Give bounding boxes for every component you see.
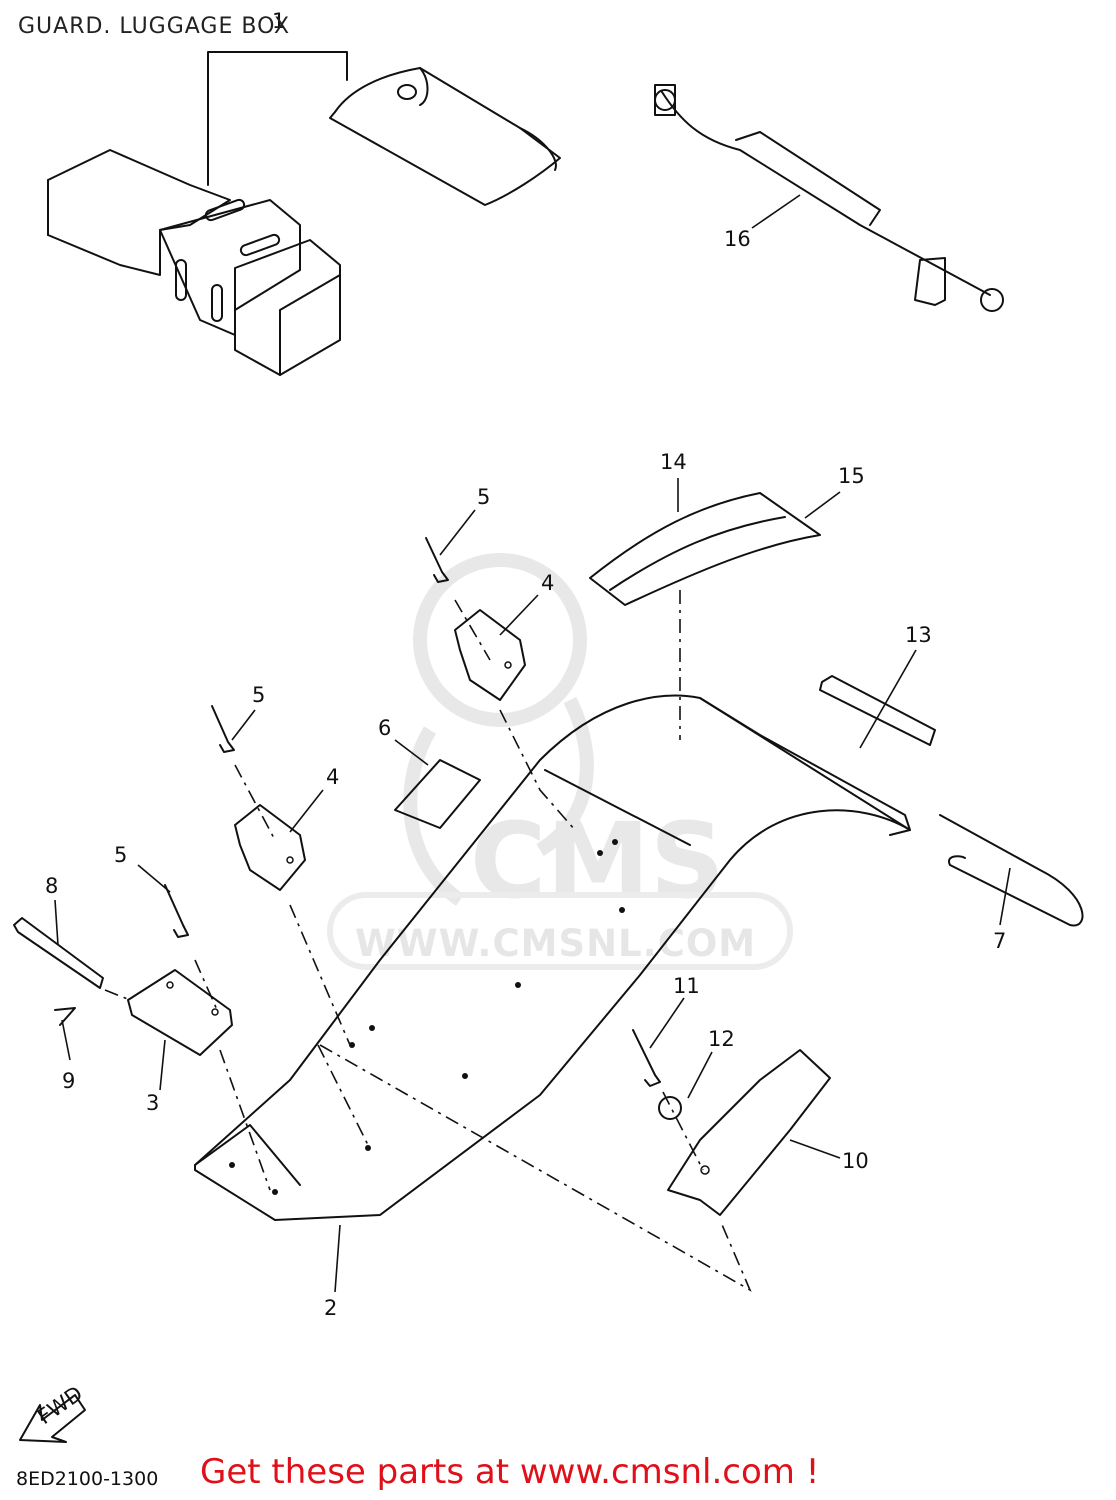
callout-8: 8 — [45, 874, 58, 898]
watermark-url: WWW.CMSNL.COM — [355, 922, 757, 965]
callout-5-mid: 5 — [252, 683, 265, 707]
callout-16: 16 — [724, 227, 751, 251]
watermark-logo: CMS — [470, 800, 725, 922]
part-7-rod — [939, 814, 1084, 927]
callout-5-top: 5 — [477, 485, 490, 509]
part-2-guard — [194, 694, 911, 1221]
part-13-pad — [819, 675, 936, 746]
part-8-bolt — [13, 917, 104, 989]
diagram-title: GUARD. LUGGAGE BOX — [18, 14, 291, 39]
diagram-code: 8ED2100-1300 — [16, 1468, 159, 1490]
fwd-label: FWD — [33, 1381, 87, 1429]
callout-12: 12 — [708, 1027, 735, 1051]
part-4-bracket-upper — [454, 609, 526, 701]
callout-15: 15 — [838, 464, 865, 488]
part-1-luggage-box — [47, 51, 561, 376]
part-16-cable — [654, 84, 1004, 312]
callout-4-upper: 4 — [541, 571, 554, 595]
part-5-screw-top — [425, 537, 449, 583]
callout-13: 13 — [905, 623, 932, 647]
callout-11: 11 — [673, 974, 700, 998]
callout-6: 6 — [378, 716, 391, 740]
part-5-screw-low — [164, 884, 189, 938]
callout-1: 1 — [272, 9, 285, 33]
part-6-label — [394, 759, 481, 829]
callout-5-low: 5 — [114, 843, 127, 867]
callout-4-lower: 4 — [326, 765, 339, 789]
promo-link[interactable]: Get these parts at www.cmsnl.com ! — [200, 1452, 820, 1492]
part-4-bracket-lower — [234, 804, 306, 891]
assembly-lines — [104, 590, 752, 1292]
part-11-screw — [632, 1029, 661, 1087]
watermark-banner — [327, 892, 793, 970]
callout-10: 10 — [842, 1149, 869, 1173]
part-10-latch — [667, 1049, 831, 1216]
part-3-hinge — [127, 969, 233, 1056]
leader-lines — [54, 194, 1011, 1293]
callout-3: 3 — [146, 1091, 159, 1115]
callout-14: 14 — [660, 450, 687, 474]
watermark-figure — [403, 553, 594, 906]
callout-2: 2 — [324, 1296, 337, 1320]
part-14-15-strips — [589, 492, 821, 606]
callout-7: 7 — [993, 929, 1006, 953]
fwd-arrow-icon: FWD — [19, 1381, 87, 1443]
part-12-nut — [658, 1096, 682, 1120]
part-5-screw-mid — [211, 705, 235, 753]
part-9-pin — [54, 1007, 76, 1026]
callout-9: 9 — [62, 1069, 75, 1093]
